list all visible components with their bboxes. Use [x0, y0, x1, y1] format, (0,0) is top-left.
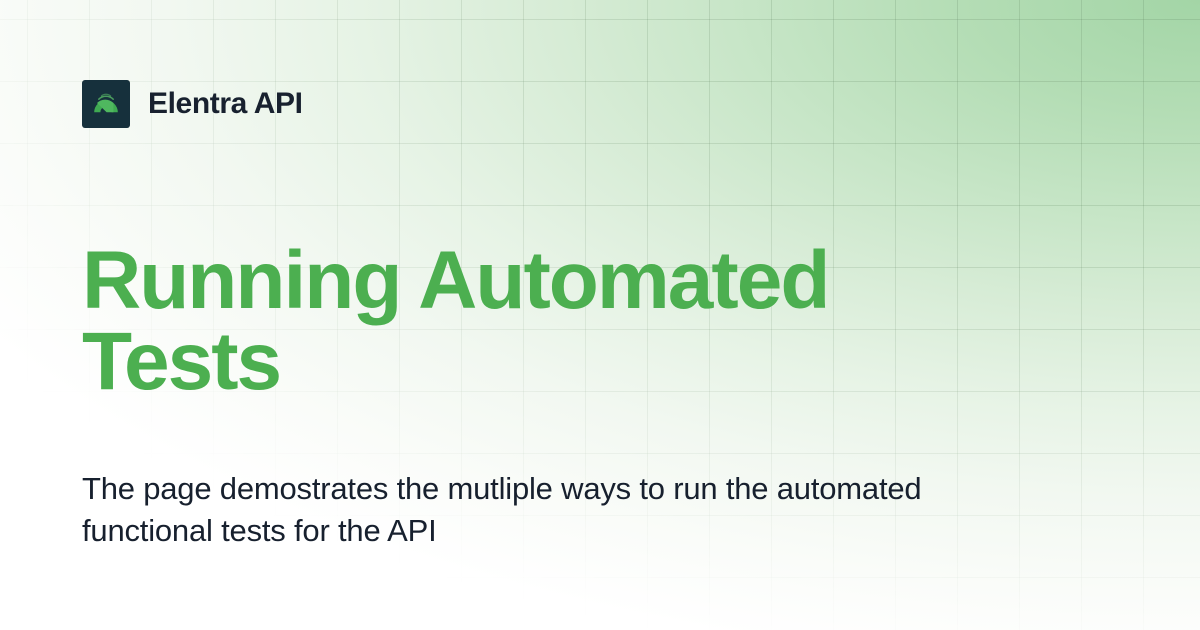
arc-logo-icon: [82, 80, 130, 128]
brand-name: Elentra API: [148, 87, 303, 120]
page-title: Running Automated Tests: [82, 235, 830, 408]
brand-lockup: Elentra API: [82, 78, 1120, 130]
page-subtitle: The page demostrates the mutliple ways t…: [82, 471, 922, 548]
